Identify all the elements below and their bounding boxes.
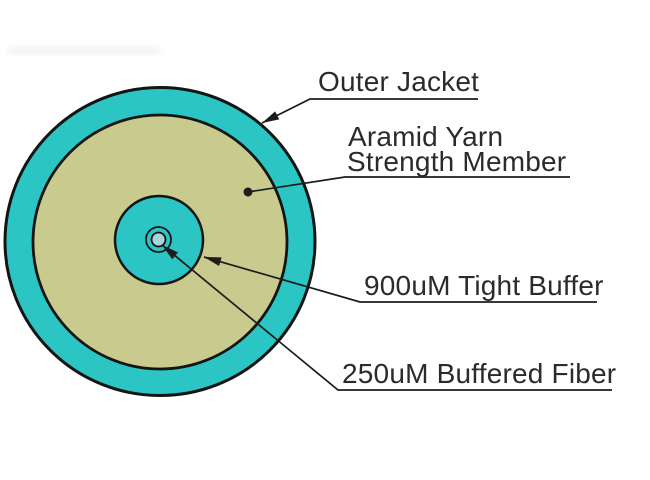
fiber-core-circle [150,231,167,248]
tight-buffer-label: 900uM Tight Buffer [364,270,604,301]
buffered-fiber-label: 250uM Buffered Fiber [342,358,617,389]
aramid-yarn-label-line1: Aramid Yarn [348,121,504,152]
aramid-yarn-label-line2: Strength Member [347,146,567,177]
faint-smudge-artifact [6,46,161,55]
buffered-fiber-leader-line [161,244,612,391]
outer-jacket-label: Outer Jacket [318,66,480,97]
aramid-yarn-leader-dot [243,187,253,197]
tight-buffer-leader-line [203,256,597,303]
outer-jacket-leader-line [261,98,478,124]
aramid-yarn-leader-line [247,176,570,193]
